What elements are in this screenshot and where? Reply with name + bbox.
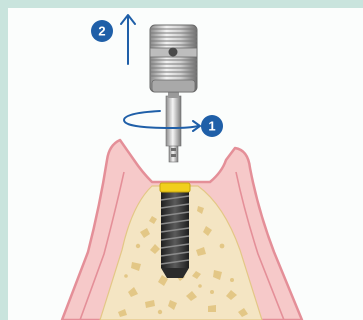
step-badge-1: 1 [201,115,223,137]
implant-top [160,183,190,192]
handle-base [152,80,195,92]
dental-implant [160,183,190,278]
step-number-2: 2 [98,24,105,39]
driver-tip [169,144,178,162]
handle-hole [169,48,178,57]
driver-shaft [166,96,181,146]
step-badge-2: 2 [91,20,113,42]
step-number-1: 1 [208,119,215,134]
